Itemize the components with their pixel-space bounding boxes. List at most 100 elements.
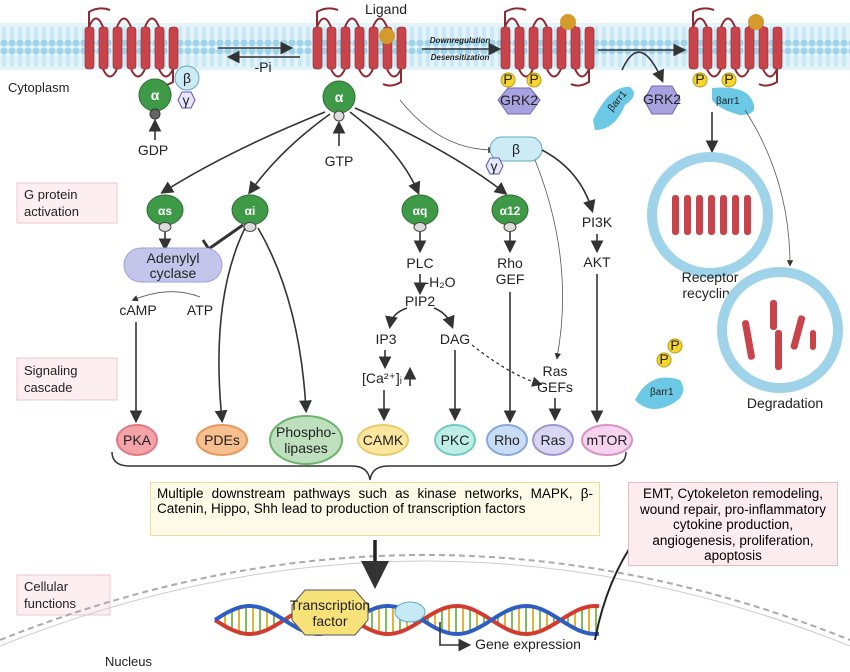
svg-text:lipases: lipases [284, 440, 328, 456]
gpcr-receptor [500, 7, 595, 87]
svg-text:β: β [512, 141, 520, 157]
svg-text:αq: αq [413, 204, 428, 218]
effector-camk: CAMK [357, 424, 409, 456]
cytoplasm-label: Cytoplasm [8, 80, 69, 95]
effector-pka: PKA [116, 424, 158, 456]
svg-text:Adenylyl: Adenylyl [147, 250, 200, 266]
svg-text:AKT: AKT [583, 254, 611, 270]
effector-mtor: mTOR [581, 424, 633, 456]
svg-text:γ: γ [491, 158, 498, 174]
svg-text:PIP2: PIP2 [405, 293, 436, 309]
dna-helix [213, 603, 600, 637]
svg-text:PDEs: PDEs [204, 432, 240, 448]
svg-text:P: P [659, 351, 668, 367]
svg-text:activation: activation [24, 204, 79, 219]
svg-text:[Ca²⁺]ᵢ: [Ca²⁺]ᵢ [362, 370, 402, 386]
svg-text:GEFs: GEFs [537, 379, 573, 395]
svg-text:DAG: DAG [440, 331, 470, 347]
svg-text:mTOR: mTOR [587, 432, 628, 448]
svg-text:Rho: Rho [494, 432, 520, 448]
g-gamma-subunit [177, 91, 196, 109]
svg-text:IP3: IP3 [375, 331, 396, 347]
degradation-vesicle [717, 267, 843, 393]
nuclear-envelope [0, 554, 850, 641]
svg-text:β: β [183, 70, 191, 86]
gtp-label: GTP [325, 153, 354, 169]
svg-text:γ: γ [183, 92, 190, 108]
inhibition-arrow [209, 223, 244, 250]
grk2-complex: P P GRK2 [497, 71, 542, 115]
svg-text:PKA: PKA [123, 432, 152, 448]
downregulation-label: Downregulation [430, 36, 491, 45]
recycling-vesicle [647, 152, 773, 278]
nucleus-label: Nucleus [105, 654, 152, 669]
svg-text:P: P [503, 71, 512, 87]
ligand-label: Ligand [365, 1, 407, 17]
svg-text:α: α [335, 89, 344, 105]
transcription-factor [291, 589, 369, 636]
svg-text:P: P [670, 337, 679, 353]
svg-text:PI3K: PI3K [582, 214, 613, 230]
svg-text:P: P [529, 71, 538, 87]
svg-text:P: P [695, 71, 704, 87]
ligand-icon [379, 28, 395, 44]
g-alpha-aq: αq [401, 194, 439, 232]
receptor-recycling-label: Receptor [682, 269, 739, 285]
svg-text:PLC: PLC [406, 255, 433, 271]
svg-text:Rho: Rho [497, 255, 523, 271]
svg-text:functions: functions [24, 596, 77, 611]
svg-text:Cellular: Cellular [24, 579, 69, 594]
svg-text:-H₂O: -H₂O [424, 274, 455, 290]
svg-text:α12: α12 [500, 204, 521, 218]
svg-text:α: α [151, 87, 160, 103]
effector-pdes: PDEs [196, 424, 248, 456]
svg-text:βarr1: βarr1 [716, 96, 740, 107]
degradation-label: Degradation [747, 395, 823, 411]
adenylyl-cyclase [123, 247, 223, 283]
svg-text:factor: factor [312, 613, 347, 629]
rna-polymerase [394, 601, 426, 623]
svg-text:CAMK: CAMK [363, 432, 404, 448]
ligand-icon [748, 14, 764, 30]
g-beta-gamma-dimer [489, 136, 543, 162]
barr1-grk2-release: βarr1 GRK2 P P βarr1 [593, 71, 755, 130]
cellular-outcomes-box: EMT, Cytokeleton remodeling, wound repai… [628, 482, 838, 566]
svg-text:αi: αi [245, 204, 256, 218]
section-label-cellular: Cellular functions [16, 574, 111, 616]
atp-label: ATP [187, 302, 213, 318]
effector-phospholipases: Phospho-lipases [269, 415, 343, 465]
g-alpha-a12: α12 [491, 194, 529, 232]
svg-text:Transcription: Transcription [290, 597, 370, 613]
gdp-ball [149, 108, 161, 120]
effector-rho: Rho [486, 424, 528, 456]
svg-text:Ras: Ras [543, 363, 568, 379]
svg-text:recycling: recycling [682, 285, 737, 301]
pathway-brace [111, 451, 627, 481]
gpcr-receptor [84, 7, 179, 87]
section-label-signaling: Signaling cascade [16, 357, 118, 401]
downstream-pathways-box: Multiple downstream pathways such as kin… [150, 482, 600, 536]
svg-text:βarr1: βarr1 [650, 387, 674, 398]
svg-text:GRK2: GRK2 [500, 92, 538, 108]
gpcr-receptor [312, 7, 407, 87]
svg-text:GRK2: GRK2 [643, 91, 681, 107]
svg-text:G protein: G protein [24, 187, 77, 202]
svg-text:Signaling: Signaling [24, 363, 78, 378]
gpcr-receptors [84, 7, 783, 87]
ligand-icon [560, 14, 576, 30]
camp-label: cAMP [119, 302, 156, 318]
minus-pi-label: -Pi [254, 59, 271, 75]
effector-ras: Ras [532, 424, 574, 456]
svg-text:Ras: Ras [541, 432, 566, 448]
g-alpha-as: αs [146, 194, 184, 232]
section-label-activation: G protein activation [16, 182, 118, 224]
desensitization-label: Desensitization [431, 53, 490, 62]
g-alpha-ai: αi [231, 194, 269, 232]
gene-expression-label: Gene expression [475, 636, 581, 652]
svg-text:PKC: PKC [441, 432, 470, 448]
svg-text:cascade: cascade [24, 380, 72, 395]
svg-text:Phospho-: Phospho- [276, 424, 336, 440]
svg-text:cyclase: cyclase [150, 265, 197, 281]
g-beta-subunit [174, 65, 200, 91]
